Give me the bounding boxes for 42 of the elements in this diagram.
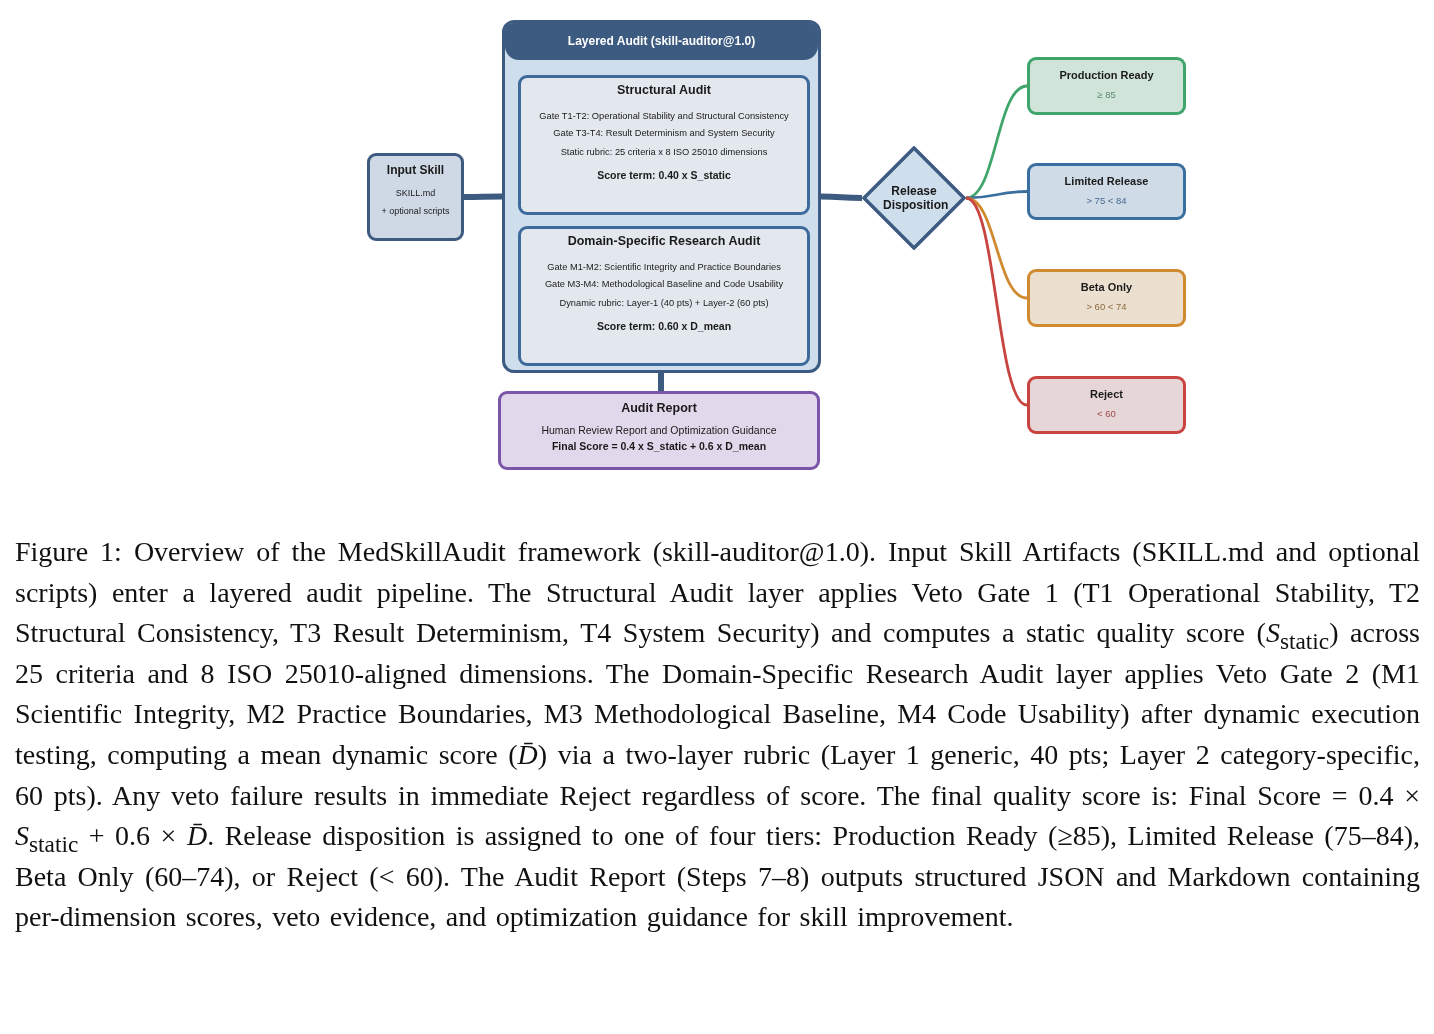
box-text: Gate T3-T4: Result Determinism and System Security <box>553 128 775 139</box>
box-title: Beta Only <box>1080 281 1133 294</box>
box-text: Static rubric: 25 criteria x 8 ISO 25010 dimensions <box>560 146 768 158</box>
decision-diamond <box>862 146 966 250</box>
connector-line <box>965 84 1028 200</box>
container-header: Layered Audit (skill-auditor@1.0) <box>505 23 818 60</box>
score-range: > 75 < 84 <box>1086 195 1127 207</box>
box-text: Gate T1-T2: Operational Stability and Structural Consistency <box>539 111 789 123</box>
outcome-box <box>1027 269 1186 327</box>
connector-line <box>965 190 1028 200</box>
box-title: Limited Release <box>1064 175 1149 188</box>
box-text: SKILL.md <box>395 187 436 199</box>
box-title: Domain-Specific Research Audit <box>567 234 761 249</box>
box-title: Production Ready <box>1059 69 1154 82</box>
audit-layer-box <box>518 75 810 215</box>
box-title: Input Skill <box>386 164 445 178</box>
score-formula: Score term: 0.40 x S_static <box>597 169 731 182</box>
box-text: + optional scripts <box>381 206 450 217</box>
input-box <box>367 153 464 241</box>
figure-caption: Figure 1: Overview of the MedSkillAudit framework (skill-auditor@1.0). Input Skill Artifacts (SKILL.md and optional scripts) enter a layered audit pipeline. The Structural Audit layer applies Veto Gate 1 (T1 Operational Stability, T2 Structural Consistency, T3 Result Determinism, T4 System Security) and computes a static quality score (S$_{static}$) across 25 criteria and 8 ISO 25010-aligned dimensions. The Domain-Specific Research Audit layer applies Veto Gate 2 (M1 Scientific Integrity, M2 Practice Boundaries, M3 Methodological Baseline, M4 Code Usability) after dynamic execution testing, computing a mean dynamic score (D̄) via a two-layer rubric (Layer 1 generic, 40 pts; Layer 2 category-specific, 60 pts). Any veto failure results in immediate Reject regardless of score. The final quality score is: Final Score = 0.4 × S$_{static}$ + 0.6 × D̄. Release disposition is assigned to one of four tiers: Production Ready (≥85), Limited Release (75–84), Beta Only (60–74), or Reject (< 60). The Audit Report (Steps 7–8) outputs structured JSON and Markdown containing per-dimension scores, veto evidence, and optimization guidance for skill improvement. <box>15 535 1420 935</box>
box-text: Gate M1-M2: Scientific Integrity and Practice Boundaries <box>547 262 781 274</box>
audit-layer-box <box>518 226 810 366</box>
score-formula: Score term: 0.60 x D_mean <box>596 320 732 333</box>
report-box <box>498 391 820 470</box>
box-title: Audit Report <box>621 401 697 416</box>
box-title: Structural Audit <box>617 83 711 98</box>
box-text: Human Review Report and Optimization Guidance <box>541 424 777 437</box>
score-range: > 60 < 74 <box>1086 301 1127 313</box>
connector-line <box>464 193 502 200</box>
score-formula: Final Score = 0.4 x S_static + 0.6 x D_mean <box>551 440 767 453</box>
layer-container <box>502 20 821 373</box>
connector-line <box>820 193 863 201</box>
connector-line <box>658 373 664 391</box>
score-range: ≥ 85 <box>1097 89 1116 101</box>
box-text: Dynamic rubric: Layer-1 (40 pts) + Layer-2 (60 pts) <box>559 297 769 309</box>
box-title: Reject <box>1090 388 1123 401</box>
box-text: Gate M3-M4: Methodological Baseline and Code Usability <box>544 279 784 290</box>
outcome-box <box>1027 57 1186 115</box>
connector-line <box>965 196 1028 407</box>
score-range: < 60 <box>1097 408 1116 420</box>
outcome-box <box>1027 163 1186 220</box>
outcome-box <box>1027 376 1186 434</box>
